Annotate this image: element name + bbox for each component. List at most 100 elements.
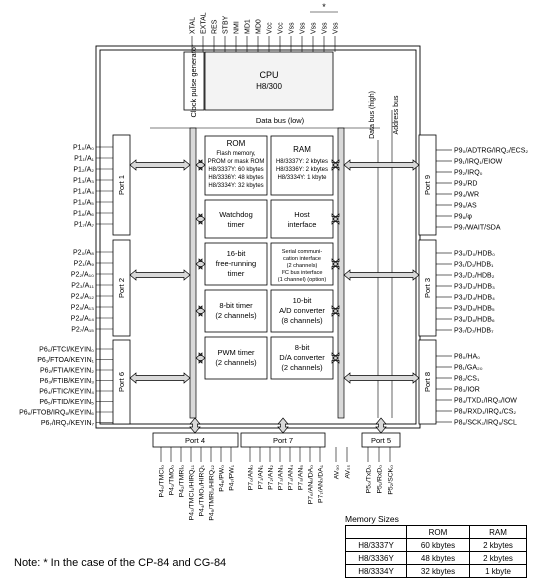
ram-line-3: H8/3334Y: 1 kbyte (277, 175, 327, 181)
left-pin-label: P1₇/A₇ (74, 222, 95, 229)
right-pin-label: P9₅/AS (454, 203, 477, 210)
right-pin-label: P3₁/D₁/HDB₁ (454, 262, 494, 269)
left-pin-label: P2₂/A₁₀ (71, 272, 94, 279)
right-pin-label: P8₂/CS₁ (454, 376, 480, 383)
rom-block (204, 135, 268, 196)
bus-arrow-vertical (189, 417, 201, 434)
horizontal-buses (129, 159, 420, 434)
bus-arrow (195, 159, 206, 171)
watchdog-line-2: timer (228, 220, 245, 229)
clock-block (183, 51, 205, 111)
bottom-pin-label: P7₇/AN₇/DA₁ (317, 464, 324, 503)
right-pin-label: P3₆/D₆/HDB₆ (454, 317, 495, 324)
right-pin-label: P9₀/ADTRG/IRQ₂/ECS₂ (454, 148, 528, 155)
left-pin-label: P1₆/A₆ (73, 211, 94, 218)
data-bus-low-label: Data bus (low) (256, 116, 305, 125)
bus-arrow (331, 159, 340, 171)
host-line-2: interface (288, 220, 317, 229)
top-pin-label: Vss (289, 22, 296, 34)
right-pin-label: P8₆/SCK₁/IRQ₅/SCL (454, 420, 517, 427)
table-row: H8/3334Y 32 kbytes 1 kbyte (345, 564, 527, 578)
bottom-pin-label: P4₇/PW₁ (228, 464, 235, 490)
adc-block (270, 289, 334, 333)
pwm-line-1: PWM timer (217, 348, 255, 357)
bus-arrow (331, 258, 340, 270)
dac-line-2: D/A converter (279, 353, 325, 362)
right-pin-label: P3₄/D₄/HDB₄ (454, 295, 495, 302)
bus-arrow (331, 213, 340, 225)
timer8-line-1: 8-bit timer (219, 301, 253, 310)
bottom-pin-label: P4₃/TMCI₁/HIRQ₁₁ (188, 464, 195, 520)
table-cell: H8/3337Y (345, 538, 407, 552)
right-pin-label: P8₄/TXD₁/IRQ₃/IOW (454, 398, 517, 405)
left-pin-label: P1₅/A₅ (73, 200, 94, 207)
cpu-subtitle: H8/300 (256, 82, 282, 91)
bottom-pin-label: AVₛₛ (344, 465, 351, 479)
right-pin-label: P9₇/WAIT/SDA (454, 225, 501, 232)
memory-table: ROM RAM H8/3337Y 60 kbytes 2 kbytes H8/3… (345, 525, 527, 578)
frt-line-1: 16-bit (227, 249, 247, 258)
bottom-pin-label: P4₅/TMRI₁/HIRQ₁₂ (208, 465, 215, 521)
right-pin-label: P9₆/φ (454, 214, 472, 221)
right-pin-label: P8₁/GA₂₀ (454, 365, 483, 372)
port9-block (418, 134, 437, 236)
bottom-pin-label: AV₀₀ (333, 465, 340, 479)
dac-block (270, 336, 334, 380)
port3-block (418, 239, 437, 337)
sci-line-1: Serial communi- (282, 249, 323, 255)
cpu-title: CPU (259, 70, 278, 80)
top-pin-label: Vss (322, 22, 329, 34)
rom-title: ROM (227, 139, 246, 148)
port3-label: Port 3 (423, 278, 432, 298)
right-pin-label: P9₁/IRQ₁/EIOW (454, 159, 503, 166)
bottom-pin-label: P7₄/AN₄ (287, 465, 294, 490)
right-pin-label: P8₀/HA₀ (454, 354, 480, 361)
port1-label: Port 1 (117, 175, 126, 195)
sci-block (270, 242, 334, 286)
footnote: Note: * In the case of the CP-84 and CG-… (14, 557, 227, 569)
bus-arrow-vertical (277, 417, 289, 434)
bottom-pin-label: P7₀/AN₀ (247, 465, 254, 490)
top-pin-label: MD1 (245, 19, 252, 34)
timer8-block (204, 289, 268, 333)
port8-label: Port 8 (423, 372, 432, 392)
right-pin-label: P8₅/RXD₁/IRQ₄/CS₂ (454, 409, 516, 416)
rom-line-4: H8/3336Y: 48 kbytes (208, 175, 263, 181)
bus-arrow (331, 352, 340, 364)
port4-label: Port 4 (185, 436, 205, 445)
right-pin-label: P9₂/IRQ₀ (454, 170, 483, 177)
sci-line-3: (2 channels) (287, 263, 318, 269)
host-line-1: Host (294, 210, 310, 219)
top-pin-label: XTAL (190, 17, 197, 34)
port9-label: Port 9 (423, 175, 432, 195)
left-pin-label: P2₇/A₁₅ (71, 327, 94, 334)
bottom-pin-label: P4₁/TMO₀ (168, 465, 175, 496)
top-pin-label: NMI (234, 21, 241, 34)
port8-block (418, 339, 437, 425)
top-pin-label: Vss (333, 22, 340, 34)
bus-arrow (331, 305, 340, 317)
left-pin-label: P1₁/A₁ (74, 156, 95, 163)
table-cell: 32 kbytes (406, 564, 470, 578)
port1-block (112, 134, 131, 236)
rom-line-5: H8/3334Y: 32 kbytes (208, 183, 263, 189)
table-cell: 48 kbytes (406, 551, 470, 565)
memory-sizes-table: Memory Sizes ROM RAM H8/3337Y 60 kbytes … (345, 514, 527, 578)
rom-line-3: H8/3337Y: 60 kbytes (208, 167, 263, 173)
top-pin-label: Vcc (278, 22, 285, 34)
left-pin-label: P1₀/A₀ (73, 145, 94, 152)
right-pin-label: P9₄/WR (454, 192, 479, 199)
bus-arrow (195, 213, 206, 225)
left-pin-label: P2₃/A₁₁ (71, 283, 94, 290)
left-pin-label: P2₄/A₁₂ (71, 294, 94, 301)
table-row: H8/3337Y 60 kbytes 2 kbytes (345, 538, 527, 552)
frt-line-3: timer (228, 269, 245, 278)
bus-arrow (343, 159, 420, 171)
bottom-pin-label: P5₀/TxD₀ (365, 465, 372, 493)
dac-line-1: 8-bit (295, 343, 311, 352)
ram-line-1: H8/3337Y: 2 kbytes (276, 159, 328, 165)
left-pin-label: P6₁/FTOA/KEYIN₁ (37, 357, 94, 364)
bottom-pin-label: P4₆/PW₀ (218, 465, 225, 492)
left-pins: P1₀/A₀P1₁/A₁P1₂/A₂P1₃/A₃P1₄/A₄P1₅/A₅P1₆/… (19, 145, 113, 427)
adc-line-2: A/D converter (279, 306, 325, 315)
